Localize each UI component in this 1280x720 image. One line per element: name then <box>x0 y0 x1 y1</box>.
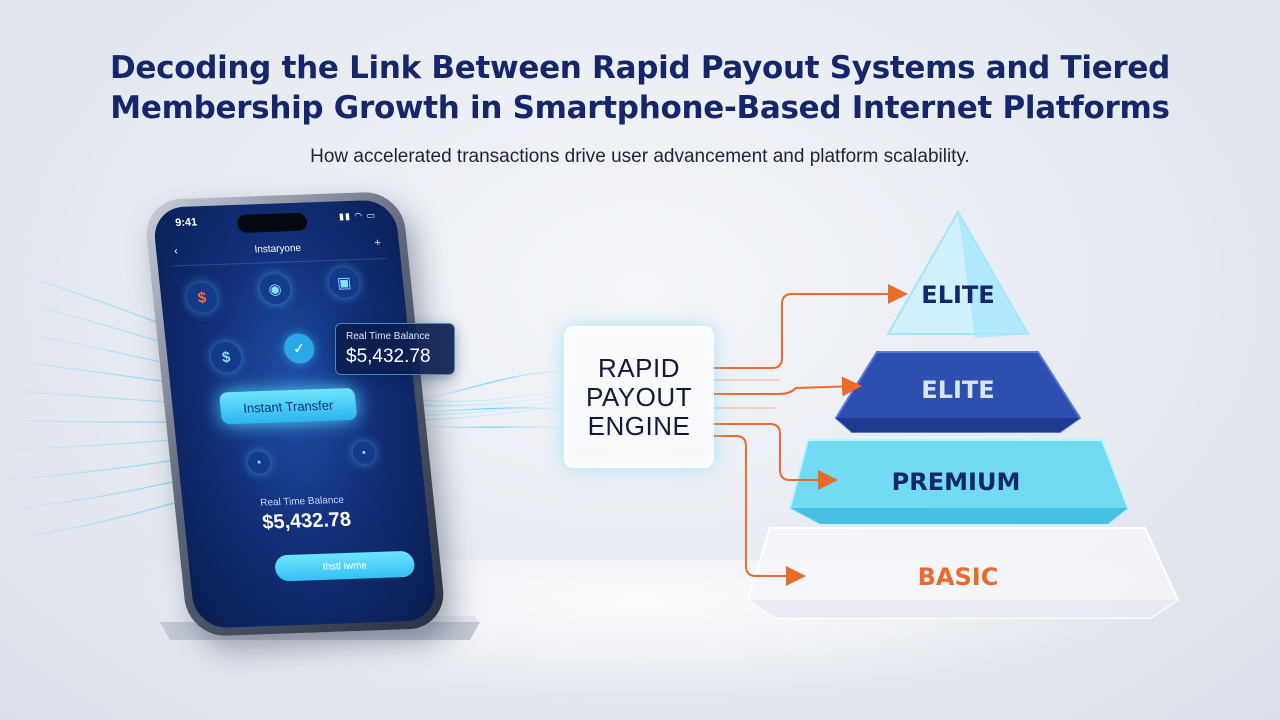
card-icon[interactable]: ▪ <box>247 451 272 474</box>
status-signal-icon: ▮▮ ◠ ▭ <box>338 210 377 222</box>
dollar-icon[interactable]: $ <box>185 282 219 314</box>
arrow-to-elite-top <box>712 284 908 369</box>
instant-transfer-button[interactable]: Instant Transfer <box>218 387 358 425</box>
balance-label: Real Time Balance <box>259 494 345 509</box>
engine-line-3: ENGINE <box>587 410 691 441</box>
page-title: Decoding the Link Between Rapid Payout S… <box>0 48 1280 128</box>
balance-value: $5,432.78 <box>261 508 353 534</box>
phone-action-button[interactable]: Ihstl iwme <box>273 550 416 582</box>
arrow-to-premium <box>712 423 838 490</box>
rapid-payout-engine-box: RAPID PAYOUT ENGINE <box>564 326 714 468</box>
wallet-icon[interactable]: ◉ <box>258 273 292 305</box>
payout-arrows <box>712 284 908 586</box>
page-title-line-1: Decoding the Link Between Rapid Payout S… <box>109 50 1171 86</box>
tier-label-basic: BASIC <box>917 563 999 591</box>
phone-nav-bar: ‹ Instaryone + <box>169 235 387 267</box>
tier-pyramid <box>746 209 1180 619</box>
card-icon[interactable]: ▣ <box>327 267 361 299</box>
popup-balance-value: $5,432.78 <box>346 346 431 367</box>
card-icon[interactable]: ▪ <box>351 441 377 465</box>
plus-icon[interactable]: + <box>373 237 382 250</box>
phone-notch <box>236 212 308 233</box>
smartphone: 9:41 ▮▮ ◠ ▭ ‹ Instaryone + $ ◉ ▣ $ ✓ Ins… <box>142 191 448 637</box>
page-subtitle: How accelerated transactions drive user … <box>310 146 970 167</box>
phone-screen: 9:41 ▮▮ ◠ ▭ ‹ Instaryone + $ ◉ ▣ $ ✓ Ins… <box>151 199 439 629</box>
tier-label-elite: ELITE <box>921 376 995 404</box>
page-title-line-2: Membership Growth in Smartphone-Based In… <box>110 90 1170 126</box>
tier-label-premium: PREMIUM <box>891 468 1021 496</box>
arrow-to-basic <box>712 435 806 586</box>
engine-line-2: PAYOUT <box>585 381 693 412</box>
arrow-to-elite <box>712 376 862 397</box>
popup-balance-label: Real Time Balance <box>346 331 430 342</box>
balance-popup-card: Real Time Balance $5,432.78 <box>335 323 455 375</box>
dollar-icon[interactable]: $ <box>209 341 243 373</box>
app-title: Instaryone <box>253 242 302 256</box>
check-icon[interactable]: ✓ <box>282 332 316 365</box>
tier-label-elite-top: ELITE <box>921 281 995 309</box>
status-time: 9:41 <box>174 216 198 230</box>
engine-line-1: RAPID <box>598 352 680 383</box>
